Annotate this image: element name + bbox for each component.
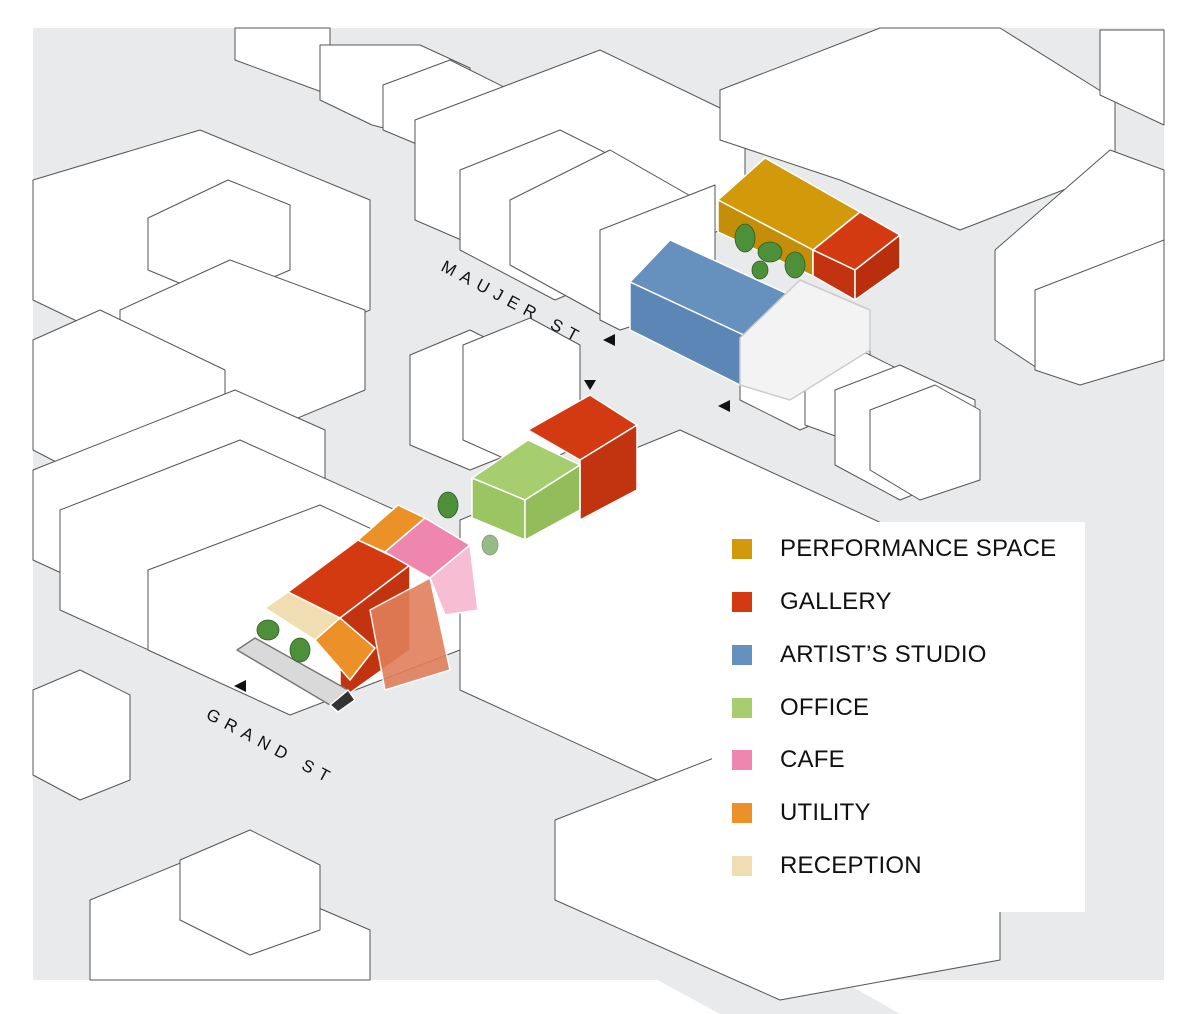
program-legend: PERFORMANCE SPACE GALLERY ARTIST’S STUDI…: [712, 522, 1085, 912]
utility-front: [369, 577, 451, 691]
legend-label: OFFICE: [780, 694, 870, 721]
context-building: [1034, 239, 1165, 386]
context-buildings: [32, 27, 1165, 1001]
grand-site-program: [236, 394, 638, 713]
legend-swatch: [732, 592, 752, 612]
context-building: [869, 384, 981, 501]
legend-label: ARTIST’S STUDIO: [780, 641, 987, 668]
legend-label: RECEPTION: [780, 852, 922, 879]
maujer-planting: [734, 223, 806, 280]
office-side: [524, 464, 581, 541]
cafe-side: [429, 544, 479, 616]
street-arrows: [234, 334, 730, 692]
legend-item-reception: RECEPTION: [732, 851, 922, 881]
white-volume: [739, 279, 871, 401]
legend-item-cafe: CAFE: [732, 745, 845, 775]
arrow-icon: [234, 680, 246, 692]
entry-step: [329, 689, 356, 713]
legend-swatch: [732, 698, 752, 718]
legend-swatch: [732, 803, 752, 823]
legend-swatch: [732, 539, 752, 559]
legend-swatch: [732, 750, 752, 770]
legend-label: CAFE: [780, 746, 845, 773]
context-building: [1099, 29, 1165, 126]
context-building: [32, 669, 131, 801]
legend-item-performance-space: PERFORMANCE SPACE: [732, 534, 1056, 564]
legend-item-utility: UTILITY: [732, 798, 871, 828]
utility-lobby: [314, 617, 376, 681]
gallery-mass-side: [854, 234, 901, 301]
legend-item-gallery: GALLERY: [732, 587, 892, 617]
maujer-site-program: [629, 157, 901, 401]
context-building: [179, 829, 321, 956]
arrow-icon: [603, 334, 615, 346]
arrow-icon: [584, 380, 596, 390]
legend-swatch: [732, 856, 752, 876]
arrow-icon: [718, 400, 730, 412]
legend-swatch: [732, 645, 752, 665]
legend-item-office: OFFICE: [732, 693, 869, 723]
grand-planting: [256, 491, 499, 663]
legend-label: UTILITY: [780, 799, 871, 826]
legend-label: GALLERY: [780, 588, 892, 615]
legend-label: PERFORMANCE SPACE: [780, 535, 1057, 562]
legend-item-artists-studio: ARTIST’S STUDIO: [732, 640, 987, 670]
